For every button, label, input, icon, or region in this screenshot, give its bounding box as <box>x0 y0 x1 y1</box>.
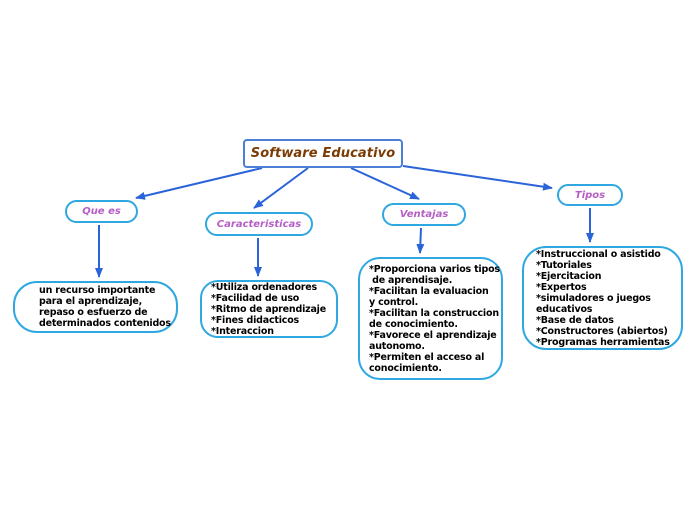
arrow-title-to-ventajas <box>350 167 420 200</box>
branch-label-que-es: Que es <box>82 206 121 217</box>
branch-pill-caracteristicas[interactable]: Caracteristicas <box>205 212 313 236</box>
arrow-title-to-tipos <box>402 165 553 191</box>
branch-label-caracteristicas: Caracteristicas <box>216 218 302 230</box>
arrow-title-to-que-es <box>135 167 263 200</box>
branch-pill-tipos[interactable]: Tipos <box>557 184 623 206</box>
node-title[interactable]: Software Educativo <box>243 139 403 168</box>
branch-label-tipos: Tipos <box>574 189 606 201</box>
detail-box-que-es[interactable]: un recurso importante para el aprendizaj… <box>13 281 178 333</box>
detail-text-ventajas: *Proporciona varios tipos de aprendisaje… <box>369 263 500 374</box>
detail-box-tipos[interactable]: *Instruccional o asistido *Tutoriales *E… <box>522 246 683 350</box>
branch-pill-que-es[interactable]: Que es <box>65 200 138 223</box>
branch-pill-ventajas[interactable]: Ventajas <box>382 203 466 226</box>
detail-box-ventajas[interactable]: *Proporciona varios tipos de aprendisaje… <box>358 257 503 380</box>
detail-text-que-es: un recurso importante para el aprendizaj… <box>39 285 171 329</box>
branch-label-ventajas: Ventajas <box>399 209 449 220</box>
detail-text-caracteristicas: *Utiliza ordenadores *Facilidad de uso *… <box>211 281 326 337</box>
detail-box-caracteristicas[interactable]: *Utiliza ordenadores *Facilidad de uso *… <box>200 280 338 338</box>
detail-text-tipos: *Instruccional o asistido *Tutoriales *E… <box>536 248 670 348</box>
arrow-title-to-caracteristicas <box>253 167 309 209</box>
node-title-label: Software Educativo <box>250 146 396 161</box>
arrow-ventajas-to-detail <box>416 227 425 254</box>
